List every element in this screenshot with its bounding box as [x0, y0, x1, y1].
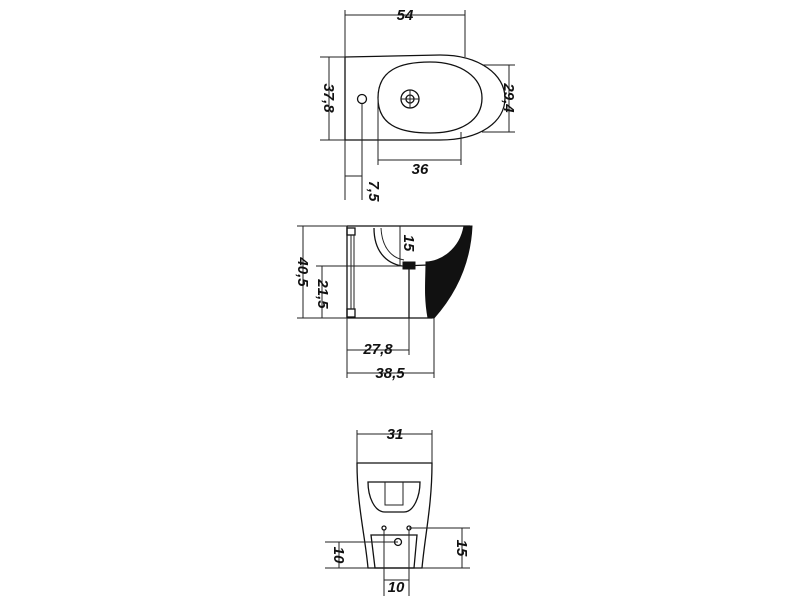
dim-hole-spacing: 10	[388, 579, 405, 596]
top-view: 54 37,8 29,4 36 7,5	[320, 7, 517, 202]
top-view-bowl	[377, 61, 483, 134]
dim-bowl-depth: 29,4	[500, 82, 517, 113]
rear-hole-left-icon	[381, 525, 387, 531]
rear-view-base	[370, 534, 418, 569]
dim-hole-height-right: 15	[453, 540, 470, 557]
dim-outlet-depth: 27,8	[362, 341, 393, 358]
dim-total-depth: 38,5	[375, 365, 405, 382]
dim-bowl-drop: 15	[400, 235, 417, 252]
rear-view-bowl-opening	[367, 481, 421, 513]
top-view-outline	[344, 54, 506, 141]
rear-view: 31 10 15 10	[325, 426, 470, 596]
rear-view-outline	[356, 462, 433, 569]
dim-height: 40,5	[294, 256, 311, 287]
side-view: 40,5 21,5 15 27,8 38,5	[294, 225, 473, 382]
dim-bowl-length: 36	[412, 161, 429, 178]
dim-outlet-height: 21,5	[314, 278, 331, 309]
dim-tap-offset: 7,5	[365, 181, 382, 203]
bracket-top	[346, 227, 356, 236]
dim-top-width: 54	[397, 7, 414, 24]
outlet-block	[402, 261, 416, 270]
dim-hole-height-left: 10	[330, 547, 347, 564]
bracket-bottom	[346, 308, 356, 318]
tap-hole-icon	[356, 93, 368, 105]
dim-rear-width: 31	[387, 426, 404, 443]
side-view-body	[425, 225, 473, 319]
dim-top-depth: 37,8	[320, 83, 337, 113]
